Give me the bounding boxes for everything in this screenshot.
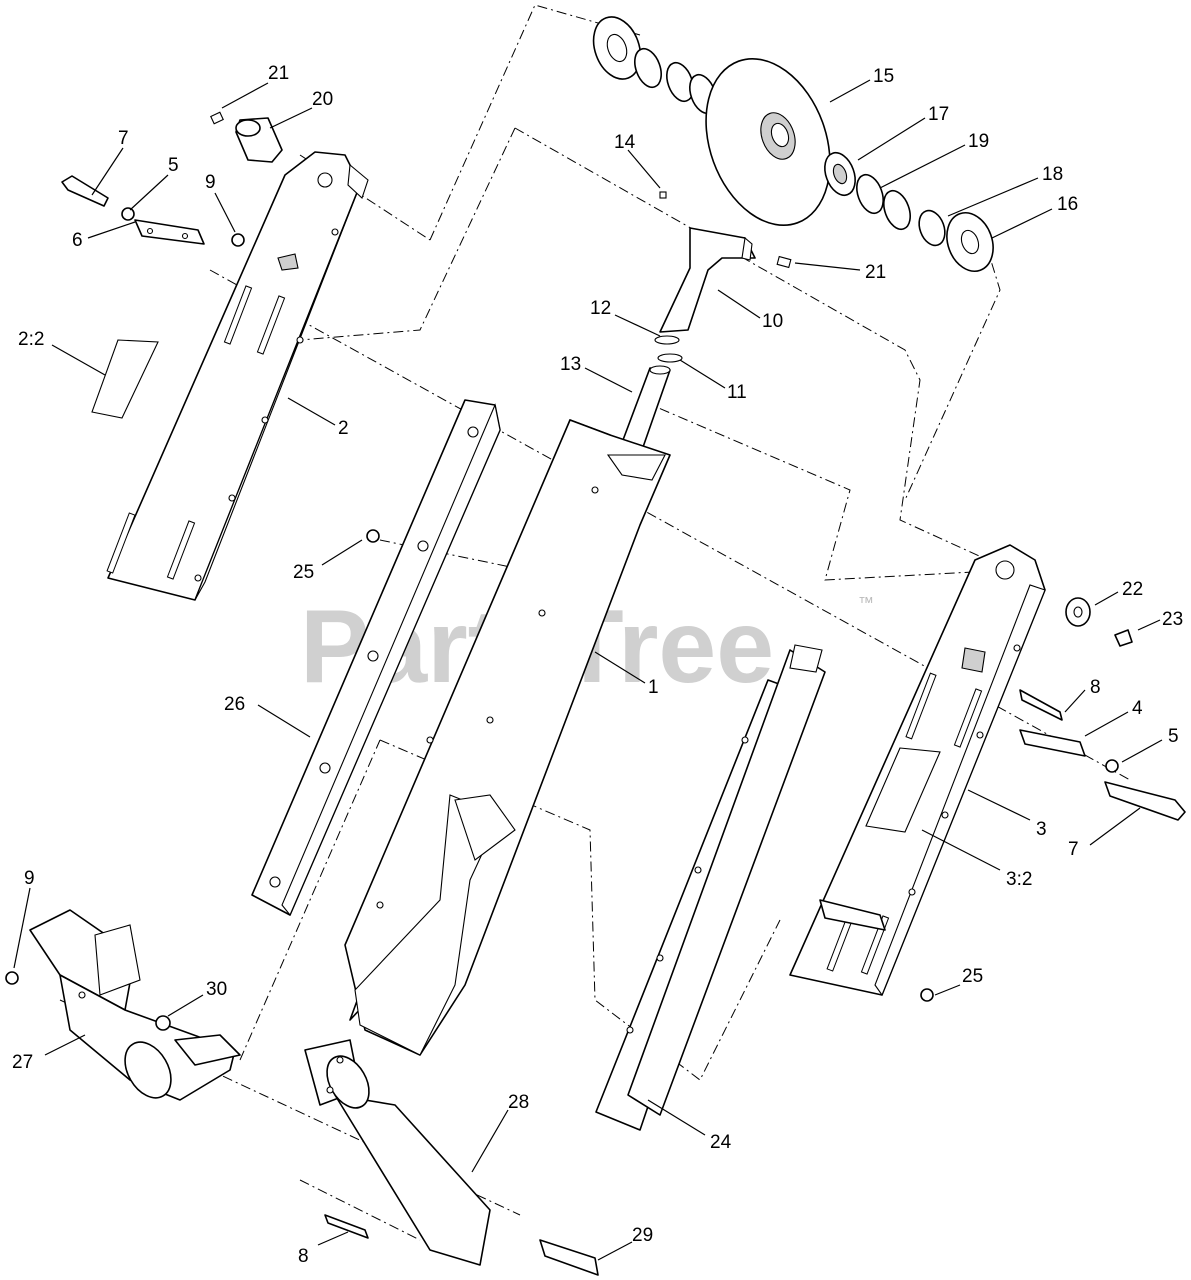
callout-3-2: 3:2 bbox=[1006, 869, 1032, 890]
callout-18: 18 bbox=[1042, 164, 1063, 185]
part-4-bracket bbox=[1019, 729, 1086, 757]
part-12-ring bbox=[654, 335, 680, 345]
watermark-trademark: ™ bbox=[858, 595, 874, 612]
callout-10: 10 bbox=[762, 311, 783, 332]
callout-2: 2 bbox=[338, 418, 349, 439]
part-22-washer bbox=[1065, 597, 1091, 627]
callout-21b: 21 bbox=[865, 262, 886, 283]
callout-22: 22 bbox=[1122, 579, 1143, 600]
callout-leaders bbox=[13, 79, 1163, 1261]
part-21-set-screw-right bbox=[776, 255, 792, 269]
part-ring-top-a bbox=[666, 61, 694, 103]
callout-25b: 25 bbox=[962, 966, 983, 987]
callout-11: 11 bbox=[727, 382, 747, 403]
callout-23: 23 bbox=[1162, 609, 1183, 630]
callout-21: 21 bbox=[268, 63, 289, 84]
part-7-bolt-right bbox=[1104, 781, 1186, 821]
callout-15: 15 bbox=[873, 66, 894, 87]
part-6-bracket-left bbox=[134, 219, 205, 245]
callout-12: 12 bbox=[590, 298, 611, 319]
part-19-rings bbox=[856, 173, 911, 231]
callout-2-2: 2:2 bbox=[18, 329, 44, 350]
callout-14: 14 bbox=[614, 132, 636, 153]
callout-3: 3 bbox=[1036, 819, 1047, 840]
part-2-left-side-plate bbox=[106, 151, 369, 601]
part-29-pin bbox=[539, 1239, 599, 1276]
callout-28: 28 bbox=[508, 1092, 529, 1113]
part-26-rail bbox=[251, 399, 501, 917]
callout-8b: 8 bbox=[298, 1246, 309, 1267]
callout-4: 4 bbox=[1132, 698, 1143, 719]
part-28-foot bbox=[304, 1039, 491, 1266]
part-9-nut-lower bbox=[5, 971, 19, 985]
part-18-spacer bbox=[918, 209, 946, 247]
part-9-nut-left bbox=[231, 233, 245, 247]
part-14-key bbox=[659, 191, 667, 199]
callout-16: 16 bbox=[1057, 194, 1078, 215]
part-13-shaft bbox=[619, 365, 671, 451]
part-15-pulley bbox=[705, 57, 831, 227]
callout-25: 25 bbox=[293, 562, 314, 583]
part-25-bolt-lower bbox=[920, 988, 934, 1002]
callout-5: 5 bbox=[168, 155, 179, 176]
part-8-bolt-right bbox=[1019, 689, 1063, 721]
part-17-bearing bbox=[824, 151, 856, 197]
callout-7b: 7 bbox=[1068, 839, 1079, 860]
part-27-bracket bbox=[29, 909, 241, 1101]
callout-27: 27 bbox=[12, 1052, 33, 1073]
part-11-ring bbox=[657, 353, 683, 363]
callout-20: 20 bbox=[312, 89, 333, 110]
callout-1: 1 bbox=[648, 677, 659, 698]
part-7-bolt-left bbox=[61, 175, 109, 207]
callout-9: 9 bbox=[205, 172, 216, 193]
callout-19: 19 bbox=[968, 131, 989, 152]
callout-7: 7 bbox=[118, 128, 129, 149]
part-bearing-top bbox=[634, 47, 662, 89]
part-30-nut bbox=[155, 1015, 171, 1031]
callout-labels: 21 20 7 5 9 6 2:2 2 15 17 14 19 18 16 21… bbox=[12, 63, 1183, 1267]
callout-30: 30 bbox=[206, 979, 227, 1000]
part-5-washer-left bbox=[121, 207, 135, 221]
callout-29: 29 bbox=[632, 1225, 653, 1246]
part-23-bolt bbox=[1114, 629, 1133, 647]
part-10-idler-arm bbox=[659, 227, 756, 333]
part-24-slide bbox=[595, 644, 826, 1131]
callout-6: 6 bbox=[72, 230, 83, 251]
part-5-washer-right bbox=[1105, 759, 1119, 773]
callout-24: 24 bbox=[710, 1132, 732, 1153]
callout-17: 17 bbox=[928, 104, 949, 125]
callout-13: 13 bbox=[560, 354, 581, 375]
part-20-bushing bbox=[235, 117, 283, 163]
callout-9b: 9 bbox=[24, 868, 35, 889]
callout-26: 26 bbox=[224, 694, 245, 715]
part-8-bolt-lower bbox=[324, 1214, 369, 1239]
part-16-washer bbox=[946, 212, 994, 272]
part-25-bolt-upper bbox=[366, 529, 380, 543]
part-2-2-decal bbox=[91, 339, 159, 419]
callout-8: 8 bbox=[1090, 677, 1101, 698]
part-21-set-screw-top bbox=[210, 111, 224, 125]
part-washer-top bbox=[592, 16, 642, 80]
callout-5b: 5 bbox=[1168, 726, 1179, 747]
part-3-2-decal bbox=[865, 747, 941, 833]
part-1-main-column bbox=[344, 419, 671, 1056]
